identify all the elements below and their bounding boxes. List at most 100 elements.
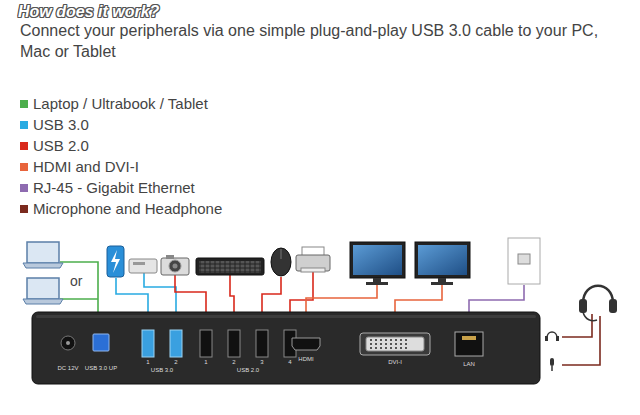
dock-body <box>292 338 320 350</box>
legend-item: USB 3.0 <box>20 114 89 135</box>
monitor-icon <box>431 282 453 285</box>
mouse-icon <box>281 249 282 259</box>
dock-body <box>462 336 476 340</box>
dvi-pin <box>400 347 402 349</box>
dock-body <box>61 336 75 350</box>
legend-text: USB 2.0 <box>33 137 89 154</box>
audio-jack-icon <box>547 332 557 338</box>
monitor-icon <box>366 282 388 285</box>
port-label: 4 <box>288 359 291 366</box>
camera-icon <box>169 260 181 272</box>
port-label: DC 12V <box>57 365 78 372</box>
port-label: 1 <box>204 359 207 366</box>
dvi-pin <box>390 339 392 341</box>
dvi-pin <box>400 343 402 345</box>
monitor-icon <box>350 242 470 285</box>
dvi-pin <box>405 339 407 341</box>
dock-body <box>36 315 536 318</box>
dvi-pin <box>390 347 392 349</box>
dock-body <box>360 333 430 355</box>
port-label: USB 2.0 <box>237 367 259 374</box>
legend-text: USB 3.0 <box>33 116 89 133</box>
monitor-icon <box>350 242 405 278</box>
dvi-pin <box>375 339 377 341</box>
port-label: 2 <box>174 359 177 366</box>
monitor-icon <box>353 245 402 275</box>
headset-icon <box>579 286 617 321</box>
drive-icon <box>107 246 124 277</box>
camera-icon <box>161 255 189 275</box>
dock-box: DC 12VUSB 3.0 UP12USB 3.01234USB 2.0HDMI… <box>32 312 540 384</box>
port-label: USB 3.0 <box>151 367 173 374</box>
laptop-icon <box>27 242 59 263</box>
dock-body <box>93 334 109 351</box>
legend-swatch <box>20 142 28 150</box>
printer-icon <box>296 247 330 272</box>
monitor-icon <box>415 242 470 278</box>
mouse-icon <box>271 248 291 276</box>
drive-icon <box>107 246 124 277</box>
dock-body <box>256 330 268 357</box>
wall-jack-icon <box>518 254 530 264</box>
camera-icon <box>173 264 178 269</box>
laptop-icon <box>23 299 63 304</box>
dvi-pin <box>395 339 397 341</box>
laptop-wire <box>60 298 98 300</box>
drive-icon <box>111 250 120 273</box>
legend-swatch <box>20 100 28 108</box>
headset-icon <box>583 312 597 321</box>
dvi-pin <box>405 343 407 345</box>
dock-body <box>142 330 154 357</box>
port-label: LAN <box>463 361 475 368</box>
audio-jack-icon <box>551 366 553 371</box>
dock-body <box>228 330 240 357</box>
wall-jack-icon <box>508 238 540 284</box>
headset-icon <box>583 286 613 303</box>
port-label: DVI-I <box>388 359 402 366</box>
port-label: 3 <box>260 359 263 366</box>
card-reader-icon <box>129 259 157 273</box>
laptop-wire <box>60 262 98 313</box>
legend-item: Laptop / Ultrabook / Tablet <box>20 93 208 114</box>
dvi-pin <box>385 339 387 341</box>
dvi-pin <box>370 347 372 349</box>
legend-item: Microphone and Headphone <box>20 198 222 219</box>
headset-icon <box>609 299 617 313</box>
keyboard-icon <box>199 261 261 273</box>
dvi-pin <box>405 347 407 349</box>
wall-jack-icon <box>508 238 540 284</box>
keyboard-icon <box>196 258 264 275</box>
audio-wire <box>562 316 600 365</box>
dvi-pin <box>395 347 397 349</box>
port-label: HDMI <box>298 356 313 363</box>
audio-jack-icon <box>545 336 548 341</box>
dock-body <box>200 330 212 357</box>
audio-wire <box>562 314 592 337</box>
dvi-pin <box>395 343 397 345</box>
legend-item: RJ-45 - Gigabit Ethernet <box>20 177 195 198</box>
dvi-pin <box>385 343 387 345</box>
laptop-icon <box>23 263 63 268</box>
dvi-pin <box>370 339 372 341</box>
card-reader-icon <box>133 262 145 265</box>
dvi-pin <box>400 339 402 341</box>
card-reader-icon <box>129 259 157 273</box>
laptop-icon <box>27 278 59 299</box>
dock-body <box>66 341 70 345</box>
dvi-pin <box>375 343 377 345</box>
port-label: USB 3.0 UP <box>85 365 117 372</box>
dvi-pin <box>380 343 382 345</box>
dvi-pin <box>370 343 372 345</box>
subtitle: Connect your peripherals via one simple … <box>20 20 625 62</box>
dvi-pin <box>390 343 392 345</box>
dvi-pin <box>380 347 382 349</box>
printer-icon <box>301 268 325 272</box>
legend-text: HDMI and DVI-I <box>33 158 139 175</box>
laptop-icon <box>23 242 63 304</box>
audio-jack-icon <box>545 332 559 371</box>
port-label: 1 <box>146 359 149 366</box>
audio-jack-icon <box>550 358 554 366</box>
camera-icon <box>166 255 174 259</box>
mouse-icon <box>271 248 291 276</box>
dock-body <box>32 312 540 384</box>
